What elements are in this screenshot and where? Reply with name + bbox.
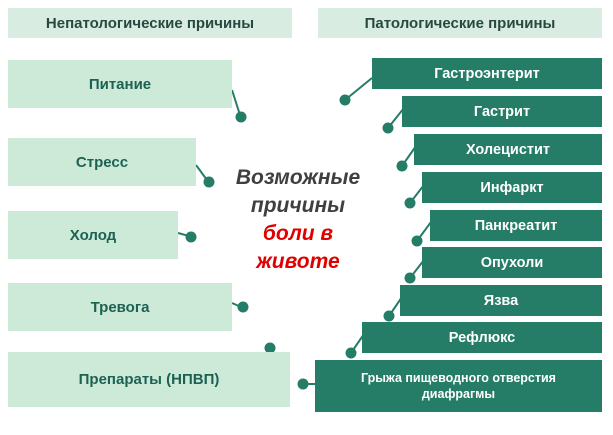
title-line-1: Возможные xyxy=(235,166,361,189)
cause-item-cold: Холод xyxy=(8,211,178,259)
header-nonpathological: Непатологические причины xyxy=(8,8,292,38)
cause-item-hiatal-hernia: Грыжа пищеводного отверстия диафрагмы xyxy=(315,360,602,412)
cause-item-stress: Стресс xyxy=(8,138,196,186)
cause-item-infarction: Инфаркт xyxy=(422,172,602,203)
cause-item-pancreatitis: Панкреатит xyxy=(430,210,602,241)
cause-item-reflux: Рефлюкс xyxy=(362,322,602,353)
cause-item-nutrition: Питание xyxy=(8,60,232,108)
title-line-4: животе xyxy=(256,250,340,273)
cause-item-drugs: Препараты (НПВП) xyxy=(8,352,290,407)
cause-item-tumors: Опухоли xyxy=(422,247,602,278)
cause-item-gastritis: Гастрит xyxy=(402,96,602,127)
cause-item-gastroenteritis: Гастроэнтерит xyxy=(372,58,602,89)
cause-item-anxiety: Тревога xyxy=(8,283,232,331)
cause-item-cholecystitis: Холецистит xyxy=(414,134,602,165)
diagram-title: Возможные причины боли в животе xyxy=(212,164,384,276)
header-pathological: Патологические причины xyxy=(318,8,602,38)
title-line-2: причины xyxy=(250,194,346,217)
cause-item-ulcer: Язва xyxy=(400,285,602,316)
title-line-3: боли в xyxy=(262,222,334,245)
